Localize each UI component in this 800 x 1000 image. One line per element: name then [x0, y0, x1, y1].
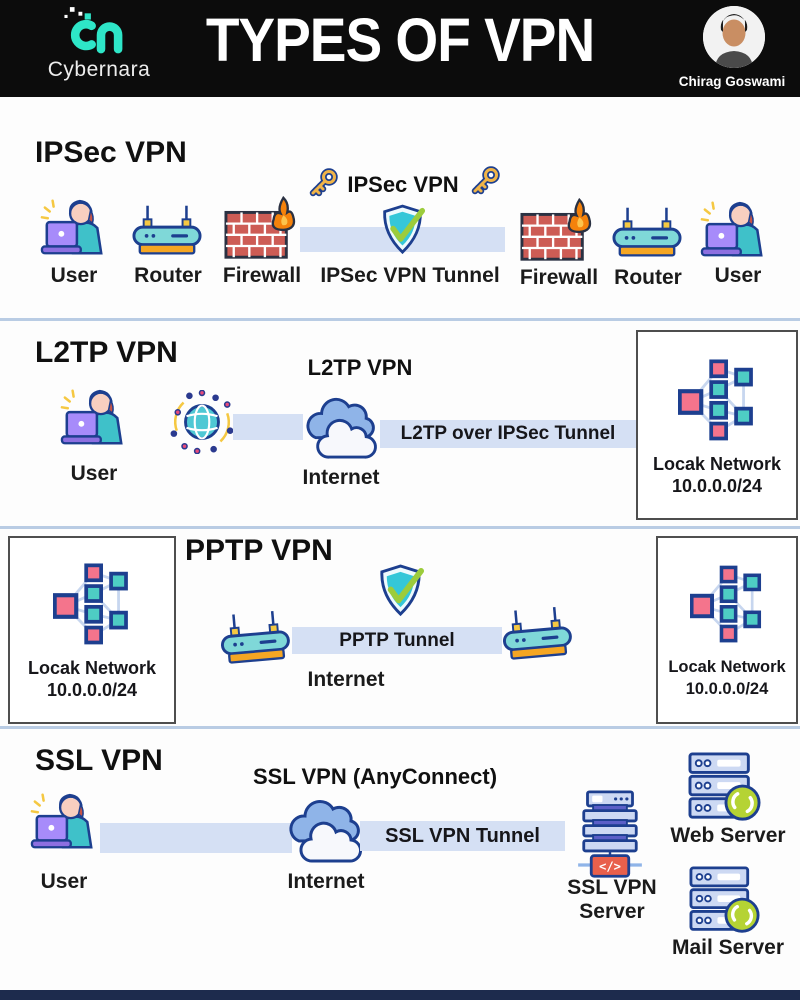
ipsec-tunnel-title: IPSec VPN — [347, 172, 459, 197]
router-icon — [132, 202, 202, 260]
local-network-box: Locak Network 10.0.0.0/24 — [636, 330, 798, 520]
network-subnet: 10.0.0.0/24 — [685, 680, 769, 698]
section-divider — [0, 726, 800, 729]
network-subnet: 10.0.0.0/24 — [671, 476, 763, 496]
section-divider — [0, 318, 800, 321]
pptp-heading: PPTP VPN — [185, 534, 333, 567]
page-title: TYPES OF VPN — [205, 5, 595, 75]
network-name: Locak Network — [27, 658, 157, 678]
label-user: User — [50, 264, 98, 287]
shield-check-icon — [379, 202, 426, 259]
footer-bar — [0, 990, 800, 1000]
l2tp-link-bar — [233, 414, 303, 440]
network-subnet: 10.0.0.0/24 — [46, 680, 138, 700]
ssl-tunnel-bar: SSL VPN Tunnel — [360, 821, 565, 851]
cybernara-logo-icon — [52, 4, 136, 60]
label-internet: Internet — [302, 466, 380, 489]
ssl-link-bar — [100, 823, 292, 853]
ssl-server-icon — [578, 790, 642, 880]
ipsec-heading: IPSec VPN — [35, 136, 187, 169]
cloud-icon — [286, 798, 364, 864]
firewall-icon — [520, 198, 594, 262]
network-topology-icon — [678, 358, 756, 446]
router-icon — [218, 605, 293, 671]
key-icon — [468, 166, 500, 198]
router-icon — [612, 204, 682, 262]
brand-name: Cybernara — [47, 58, 151, 81]
firewall-icon — [224, 196, 298, 260]
label-ssl-server-line2: Server — [579, 900, 645, 923]
label-ipsec-tunnel: IPSec VPN Tunnel — [320, 264, 500, 287]
author-name: Chirag Goswami — [678, 74, 786, 89]
label-firewall: Firewall — [222, 264, 302, 287]
header-bar: Cybernara TYPES OF VPN Chirag Goswami — [0, 0, 800, 97]
ssl-heading: SSL VPN — [35, 744, 163, 777]
pptp-tunnel-bar: PPTP Tunnel — [292, 627, 502, 654]
label-user: User — [40, 870, 88, 893]
l2tp-tunnel-label: L2TP over IPSec Tunnel — [400, 423, 616, 444]
l2tp-tunnel-title: L2TP VPN — [307, 355, 413, 380]
network-topology-icon — [690, 564, 764, 648]
label-user: User — [70, 462, 118, 485]
key-icon — [306, 168, 338, 200]
user-icon — [40, 196, 108, 260]
cloud-icon — [303, 396, 379, 460]
label-router: Router — [134, 264, 202, 287]
network-topology-icon — [53, 562, 131, 650]
ssl-tunnel-label: SSL VPN Tunnel — [385, 824, 540, 847]
router-icon — [500, 601, 575, 667]
web-server-icon — [688, 752, 762, 824]
l2tp-tunnel-bar: L2TP over IPSec Tunnel — [380, 420, 636, 448]
label-firewall: Firewall — [519, 266, 599, 289]
avatar — [703, 6, 765, 68]
ssl-tunnel-title: SSL VPN (AnyConnect) — [252, 764, 498, 789]
network-name: Locak Network — [668, 658, 786, 676]
local-network-box: Locak Network 10.0.0.0/24 — [656, 536, 798, 724]
network-name: Locak Network — [652, 454, 782, 474]
label-internet: Internet — [287, 870, 365, 893]
l2tp-heading: L2TP VPN — [35, 336, 178, 369]
label-web-server: Web Server — [670, 824, 786, 847]
shield-check-icon — [376, 562, 425, 621]
pptp-tunnel-label: PPTP Tunnel — [339, 629, 455, 651]
label-internet: Internet — [307, 668, 385, 691]
user-icon — [30, 790, 98, 854]
user-icon — [700, 198, 768, 262]
mail-server-icon — [688, 866, 762, 936]
label-router: Router — [614, 266, 682, 289]
local-network-box: Locak Network 10.0.0.0/24 — [8, 536, 176, 724]
label-user: User — [714, 264, 762, 287]
label-ssl-server-line1: SSL VPN — [567, 876, 657, 899]
section-divider — [0, 526, 800, 529]
label-mail-server: Mail Server — [671, 936, 785, 959]
globe-icon — [170, 390, 234, 454]
user-icon — [60, 386, 128, 450]
